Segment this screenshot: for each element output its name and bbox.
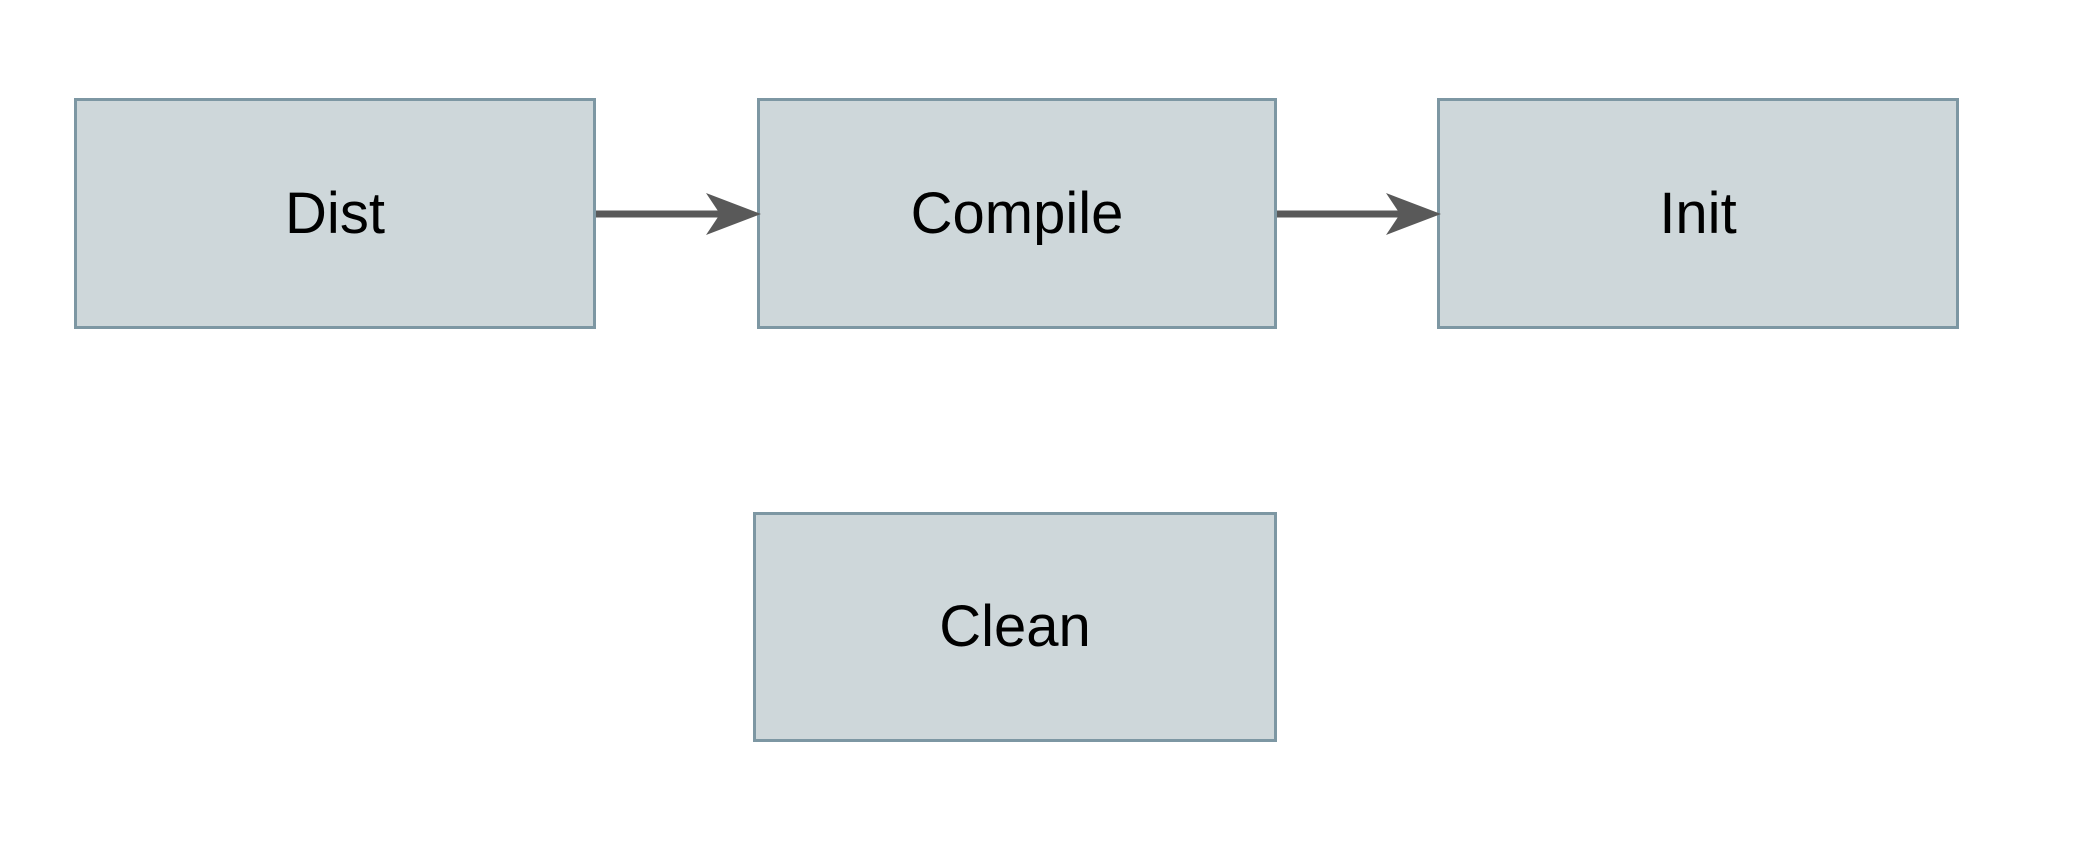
arrow-right-icon bbox=[1277, 193, 1441, 235]
edge-compile-to-init[interactable] bbox=[1277, 190, 1441, 238]
node-compile-label: Compile bbox=[910, 180, 1124, 246]
node-dist[interactable]: Dist bbox=[74, 98, 596, 329]
edge-dist-to-compile[interactable] bbox=[596, 190, 761, 238]
node-clean[interactable]: Clean bbox=[753, 512, 1277, 742]
node-compile[interactable]: Compile bbox=[757, 98, 1277, 329]
node-clean-label: Clean bbox=[939, 594, 1091, 659]
node-init[interactable]: Init bbox=[1437, 98, 1959, 329]
node-dist-label: Dist bbox=[285, 180, 385, 246]
node-init-label: Init bbox=[1659, 180, 1737, 246]
arrow-right-icon bbox=[596, 193, 761, 235]
